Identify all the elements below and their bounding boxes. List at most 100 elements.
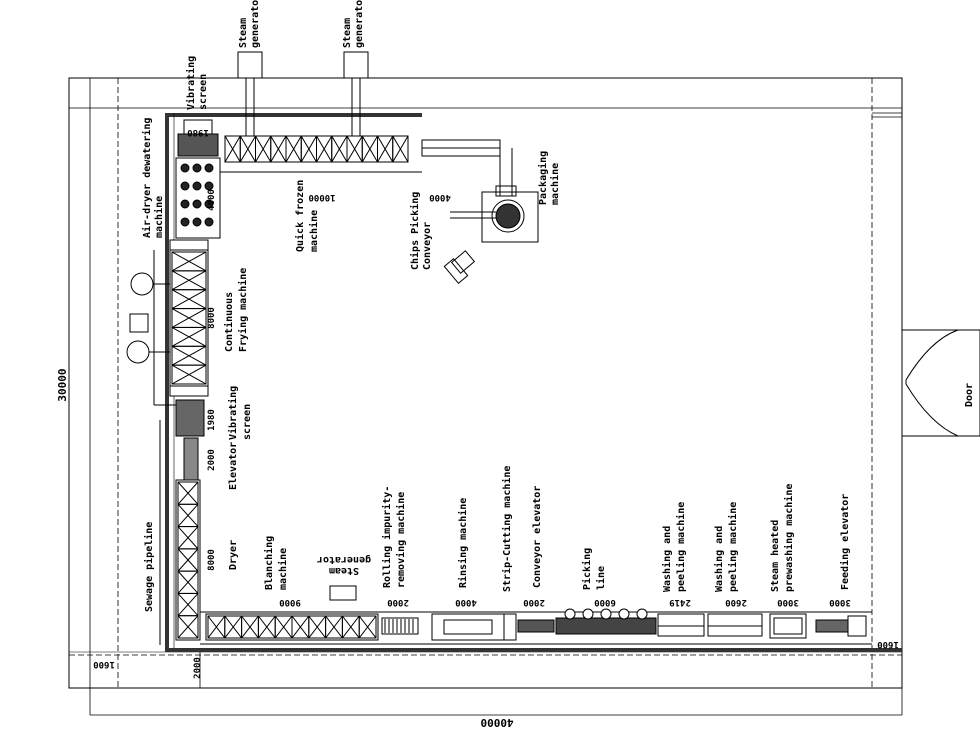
hatch-line — [346, 135, 363, 163]
conveyor-elevator-dim: 2000 — [523, 597, 545, 607]
hatch-line — [316, 135, 333, 163]
wash-peel-machine-1 — [657, 613, 705, 637]
roller-dot — [204, 163, 214, 173]
door-label: Door — [964, 383, 975, 407]
hatch-line — [274, 615, 293, 639]
chips-picking-dim: 4000 — [429, 192, 451, 202]
chips-picking-conveyor — [443, 250, 476, 284]
strip-cutting-machine — [503, 613, 517, 641]
hatch-line — [308, 615, 326, 639]
hatch-line — [224, 615, 242, 639]
vibrating-screen-mid-dim: 1980 — [207, 409, 217, 431]
hatch-line — [171, 251, 207, 272]
hatch-line — [177, 481, 199, 505]
rolling-label: Rolling impurity-removing machine — [381, 486, 407, 588]
feeding-elevator-dim: 3000 — [829, 597, 851, 607]
rinsing-label: Rinsing machine — [457, 498, 469, 588]
feeding-elevator-label: Feeding elevator — [839, 494, 851, 590]
steam-gen-bottom-label: Steamgenerator — [317, 554, 371, 576]
hatch-line — [171, 270, 207, 291]
hatch-line — [177, 593, 199, 617]
hatch-line — [255, 135, 272, 163]
hatch-cell — [392, 135, 409, 163]
roller-dot — [192, 199, 202, 209]
right-offset-dim: 1600 — [877, 639, 899, 649]
hatch-line — [171, 345, 207, 366]
vibrating-screen-top-dim: 1980 — [187, 127, 209, 137]
door — [901, 329, 980, 437]
bottom-line-rail — [200, 611, 872, 645]
hatch-cell — [358, 615, 377, 639]
dryer-label: Dryer — [228, 540, 239, 570]
roller-dot — [192, 181, 202, 191]
roller-dot — [180, 199, 190, 209]
hatch-line — [171, 308, 207, 328]
roller-dot — [204, 217, 214, 227]
air-dryer-dim: 4000 — [207, 189, 217, 211]
vibrating-screen-mid — [175, 399, 205, 437]
rolling-machine — [381, 617, 419, 635]
picker-station — [582, 608, 594, 620]
wash-peel-2-dim: 2600 — [725, 597, 747, 607]
rolling-dim: 2000 — [387, 597, 409, 607]
dryer-dim: 8000 — [207, 549, 217, 571]
hatch-line — [171, 326, 207, 347]
hatch-line — [258, 615, 276, 639]
hatch-line — [300, 135, 317, 163]
steam-generator-bottom — [329, 585, 357, 601]
hatch-line — [207, 615, 226, 639]
hatch-line — [177, 615, 199, 639]
hatch-line — [177, 526, 199, 550]
roller-dot — [192, 163, 202, 173]
roller-dot — [204, 181, 214, 191]
roller-dot — [180, 181, 190, 191]
steam-generator-2-label: Steamgenerator — [342, 0, 365, 48]
hatch-line — [171, 364, 207, 385]
rinsing-dim: 4000 — [455, 597, 477, 607]
hatch-line — [239, 135, 256, 163]
hatch-line — [177, 570, 199, 594]
packaging-label: Packagingmachine — [537, 151, 561, 205]
hatch-line — [358, 615, 377, 639]
elevator-label: Elevator — [228, 442, 239, 490]
left-offset-dim: 1600 — [93, 659, 115, 669]
roller-dot — [180, 163, 190, 173]
roller-dot — [180, 217, 190, 227]
blanching-dim: 9000 — [279, 597, 301, 607]
quick-frozen-machine — [214, 135, 501, 173]
conveyor-elevator — [517, 619, 555, 633]
conveyor-elevator-label: Conveyor elevator — [532, 486, 543, 588]
frying-machine — [169, 239, 209, 397]
picker-station — [636, 608, 648, 620]
air-dryer-label: Air-dryer dewateringmachine — [141, 118, 165, 238]
wash-peel-1-dim: 2419 — [669, 597, 691, 607]
quick-frozen-dim: 10000 — [308, 192, 335, 202]
hatch-line — [285, 135, 302, 163]
hatch-line — [224, 135, 241, 163]
elevator-dim: 2000 — [207, 449, 217, 471]
hatch-line — [377, 135, 394, 163]
hatch-line — [325, 615, 343, 639]
vibrating-screen-top — [177, 119, 219, 157]
picking-line — [555, 608, 657, 635]
hatch-cell — [171, 364, 207, 385]
air-dryer-machine — [175, 157, 221, 239]
hatch-line — [342, 615, 360, 639]
hatch-cell — [177, 615, 199, 639]
rinsing-machine — [431, 613, 505, 641]
steam-generator-2 — [343, 51, 369, 136]
roller-dot — [192, 217, 202, 227]
picker-station — [564, 608, 576, 620]
packaging-machine — [450, 148, 539, 243]
hatch-line — [331, 135, 348, 163]
picker-station — [618, 608, 630, 620]
total-height-dim: 30000 — [56, 368, 69, 401]
hatch-line — [241, 615, 259, 639]
bottom-offset-dim: 2000 — [193, 657, 203, 679]
picker-station — [600, 608, 612, 620]
